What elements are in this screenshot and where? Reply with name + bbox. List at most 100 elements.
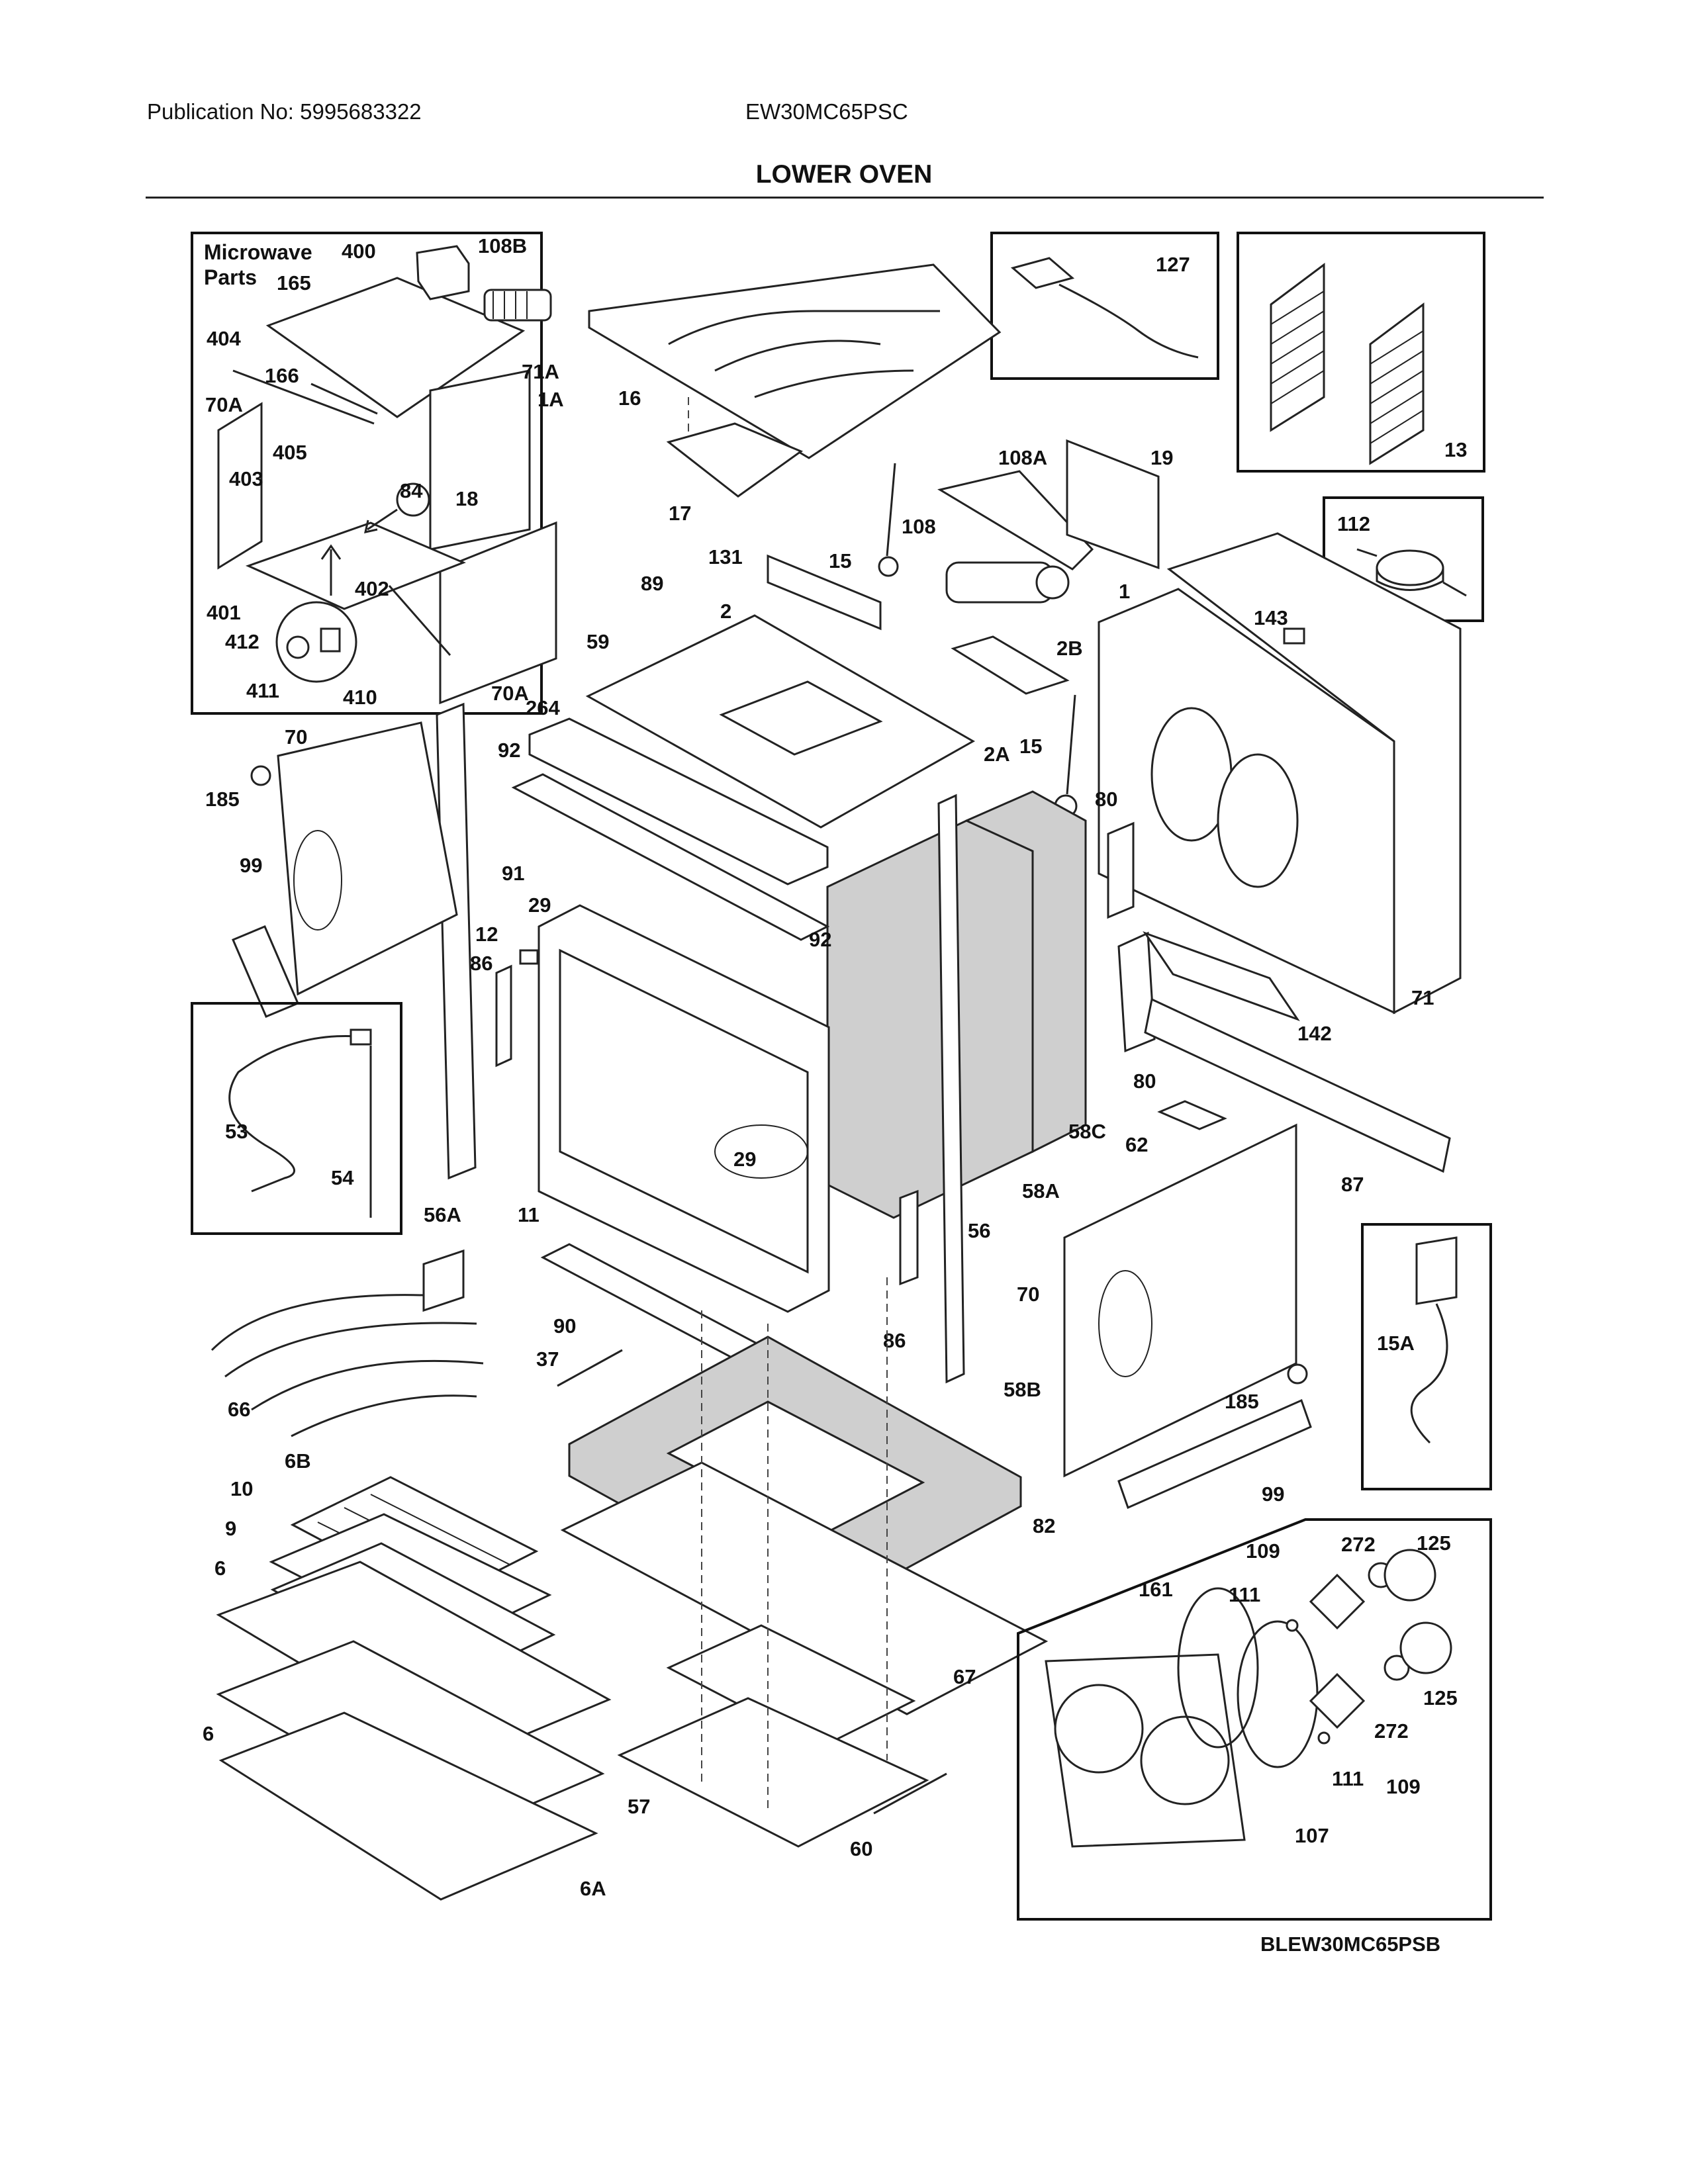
callout-70-top: 70 xyxy=(285,725,307,749)
side-panel-70-left xyxy=(277,721,458,996)
bracket-80-top xyxy=(1107,821,1135,919)
microwave-parts-inset: Microwave Parts 400 108B 165 404 166 71A… xyxy=(191,232,564,715)
inset-module-15a: 15A xyxy=(1361,1223,1492,1490)
callout-70a-top: 70A xyxy=(205,393,243,416)
inset-convection-fan: 109 272 125 161 111 125 272 111 109 107 xyxy=(1017,1518,1492,1921)
callout-13: 13 xyxy=(1444,438,1467,461)
motor-125-top xyxy=(1383,1549,1436,1602)
callout-412: 412 xyxy=(225,630,259,653)
microwave-part-400 xyxy=(416,245,470,300)
callout-108a: 108A xyxy=(998,446,1047,469)
callout-6b: 6B xyxy=(285,1449,311,1473)
part-17 xyxy=(666,422,804,498)
microwave-inset-title: Microwave xyxy=(204,240,312,264)
callout-108b: 108B xyxy=(478,234,527,257)
microwave-inset-frame xyxy=(191,232,543,715)
inset-rack-supports-13: 13 xyxy=(1237,232,1485,473)
microwave-detail-arrow xyxy=(320,544,342,596)
callout-66: 66 xyxy=(228,1398,250,1421)
callout-410: 410 xyxy=(343,686,377,709)
inset-convection-frame xyxy=(1017,1518,1492,1921)
callout-86-top: 86 xyxy=(470,952,492,975)
callout-166: 166 xyxy=(265,364,299,387)
callout-185-bottom: 185 xyxy=(1225,1390,1259,1413)
callout-54: 54 xyxy=(331,1166,354,1189)
callout-15a: 15A xyxy=(1377,1332,1415,1355)
publication-number: Publication No: 5995683322 xyxy=(147,99,422,124)
callout-1: 1 xyxy=(1119,580,1130,603)
microwave-bottom-tray xyxy=(245,522,466,610)
callout-109-top: 109 xyxy=(1246,1539,1280,1563)
callout-127: 127 xyxy=(1156,253,1190,276)
callout-58a: 58A xyxy=(1022,1179,1060,1203)
callout-16: 16 xyxy=(618,387,641,410)
callout-60: 60 xyxy=(850,1837,872,1860)
terminal-62 xyxy=(1157,1100,1227,1130)
callout-6-top: 6 xyxy=(214,1557,226,1580)
rail-87 xyxy=(1144,997,1451,1173)
callout-2: 2 xyxy=(720,600,731,623)
callout-411: 411 xyxy=(246,679,279,702)
callout-70a-bottom: 70A xyxy=(491,682,529,705)
callout-1a: 1A xyxy=(538,388,564,411)
bracket-80-bottom xyxy=(1117,931,1156,1053)
insulation-58a xyxy=(826,819,1034,1219)
callout-58c: 58C xyxy=(1068,1120,1106,1143)
hinge-86-right xyxy=(899,1189,919,1286)
callout-82: 82 xyxy=(1033,1514,1055,1537)
part-142 xyxy=(1143,931,1300,1021)
microwave-side-70a xyxy=(217,402,263,570)
callout-165: 165 xyxy=(277,271,311,295)
callout-108: 108 xyxy=(902,515,936,538)
plug-185-bottom xyxy=(1287,1363,1308,1385)
callout-87: 87 xyxy=(1341,1173,1364,1196)
callout-6-bottom: 6 xyxy=(203,1722,214,1745)
callout-99-bottom: 99 xyxy=(1262,1482,1284,1506)
callout-19: 19 xyxy=(1150,446,1173,469)
callout-56: 56 xyxy=(968,1219,990,1242)
trim-92-top xyxy=(511,773,830,941)
callout-161: 161 xyxy=(1139,1578,1173,1601)
callout-90: 90 xyxy=(553,1314,576,1338)
callout-111-bottom: 111 xyxy=(1332,1767,1364,1790)
callout-11: 11 xyxy=(518,1203,539,1226)
trim-264 xyxy=(528,717,829,886)
fan-blade-109-top xyxy=(1309,1573,1366,1630)
callout-272-bottom: 272 xyxy=(1374,1719,1409,1743)
callout-111-top: 111 xyxy=(1229,1583,1260,1606)
callout-272-top: 272 xyxy=(1341,1533,1376,1556)
microwave-top-panel xyxy=(265,277,526,418)
callout-71: 71 xyxy=(1411,986,1434,1009)
callout-185-top: 185 xyxy=(205,788,240,811)
side-panel-70-right xyxy=(1063,1123,1297,1478)
inset-13-frame xyxy=(1237,232,1485,473)
motor-125-bottom xyxy=(1399,1621,1452,1674)
callout-6a: 6A xyxy=(580,1877,606,1900)
callout-92-top: 92 xyxy=(498,739,520,762)
callout-405: 405 xyxy=(273,441,307,464)
element-16-panel xyxy=(588,263,1002,459)
callout-15-mid: 15 xyxy=(1019,735,1042,758)
part-108a xyxy=(937,470,1094,570)
callout-107: 107 xyxy=(1295,1824,1329,1847)
model-number: EW30MC65PSC xyxy=(745,99,908,124)
callout-112: 112 xyxy=(1337,512,1370,535)
callout-400: 400 xyxy=(342,240,376,263)
callout-15-top: 15 xyxy=(829,549,851,572)
side-trim-56a xyxy=(436,702,477,1180)
heating-element-161 xyxy=(1177,1587,1259,1749)
inset-15a-frame xyxy=(1361,1223,1492,1490)
callout-404: 404 xyxy=(207,327,241,350)
callout-17: 17 xyxy=(669,502,691,525)
callout-80-top: 80 xyxy=(1095,788,1117,811)
callout-2a: 2A xyxy=(984,743,1010,766)
inset-127-frame xyxy=(990,232,1219,380)
callout-10: 10 xyxy=(230,1477,253,1500)
inset-sensor-127: 127 xyxy=(990,232,1219,380)
callout-12: 12 xyxy=(475,923,498,946)
callout-56a: 56A xyxy=(424,1203,461,1226)
callout-403: 403 xyxy=(229,467,263,490)
microwave-detail-circle xyxy=(275,601,357,683)
callout-89: 89 xyxy=(641,572,663,595)
